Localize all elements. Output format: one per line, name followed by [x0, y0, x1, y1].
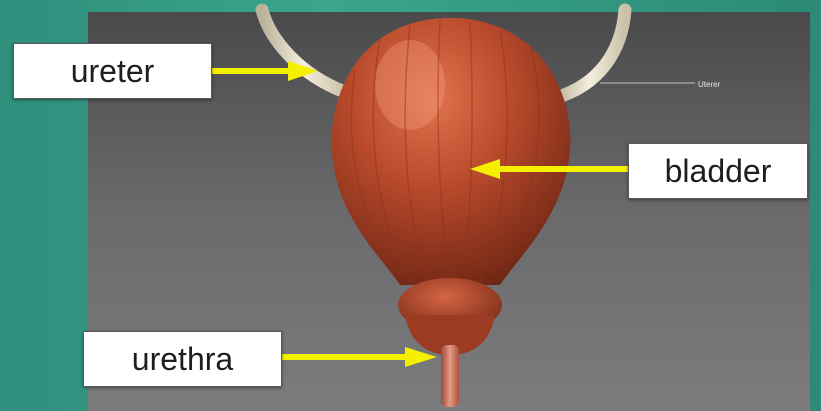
label-bladder: bladder [628, 143, 808, 199]
bladder-highlight [375, 40, 445, 130]
urethra-tube [441, 345, 459, 407]
label-urethra: urethra [83, 331, 282, 387]
small-ureter-label: Uterer [698, 80, 720, 89]
label-ureter: ureter [13, 43, 212, 99]
